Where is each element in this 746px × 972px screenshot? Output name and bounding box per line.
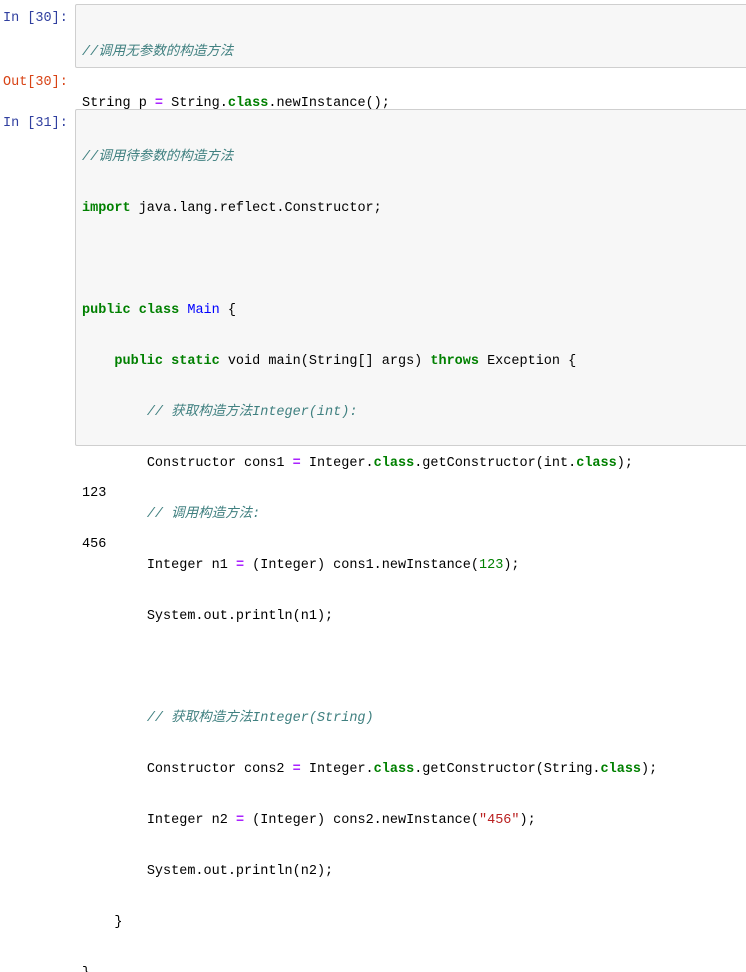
code-line: //调用待参数的构造方法 [82,150,234,165]
code-line [82,251,741,268]
code-line: Constructor cons2 = Integer.class.getCon… [146,762,658,777]
code-line: public static void main(String[] args) t… [114,354,577,369]
cell-output-31: 123 456 [82,451,106,570]
code-line: } [82,965,741,972]
code-line: // 获取构造方法Integer(String) [146,711,374,726]
output-prompt-30: Out[30]: [3,75,68,90]
code-line: public class Main { [82,303,236,318]
code-line: } [82,915,123,930]
code-line [82,659,741,676]
input-prompt-31: In [31]: [3,116,68,131]
comment: //调用无参数的构造方法 [82,45,234,60]
code-line: Constructor cons1 = Integer.class.getCon… [146,456,633,471]
code-line: System.out.println(n2); [146,864,334,879]
code-line: import java.lang.reflect.Constructor; [82,201,382,216]
code-line: Integer n1 = (Integer) cons1.newInstance… [146,558,520,573]
code-editor[interactable]: //调用待参数的构造方法 import java.lang.reflect.Co… [76,110,746,972]
code-line: //调用无参数的构造方法 [82,44,741,61]
code-cell-30[interactable]: //调用无参数的构造方法 String p = String.class.new… [75,4,746,162]
code-cell-31[interactable]: //调用待参数的构造方法 import java.lang.reflect.Co… [75,109,746,972]
output-line: 123 [82,486,107,501]
output-line: 456 [82,537,107,552]
code-line: Integer n2 = (Integer) cons2.newInstance… [146,813,536,828]
code-line: System.out.println(n1); [146,609,334,624]
code-line: // 调用构造方法: [146,507,261,522]
code-line: String p = String.class.newInstance(); [82,96,390,111]
input-prompt-30: In [30]: [3,11,68,26]
code-editor[interactable]: //调用无参数的构造方法 String p = String.class.new… [76,5,746,202]
code-line: // 获取构造方法Integer(int): [146,405,358,420]
